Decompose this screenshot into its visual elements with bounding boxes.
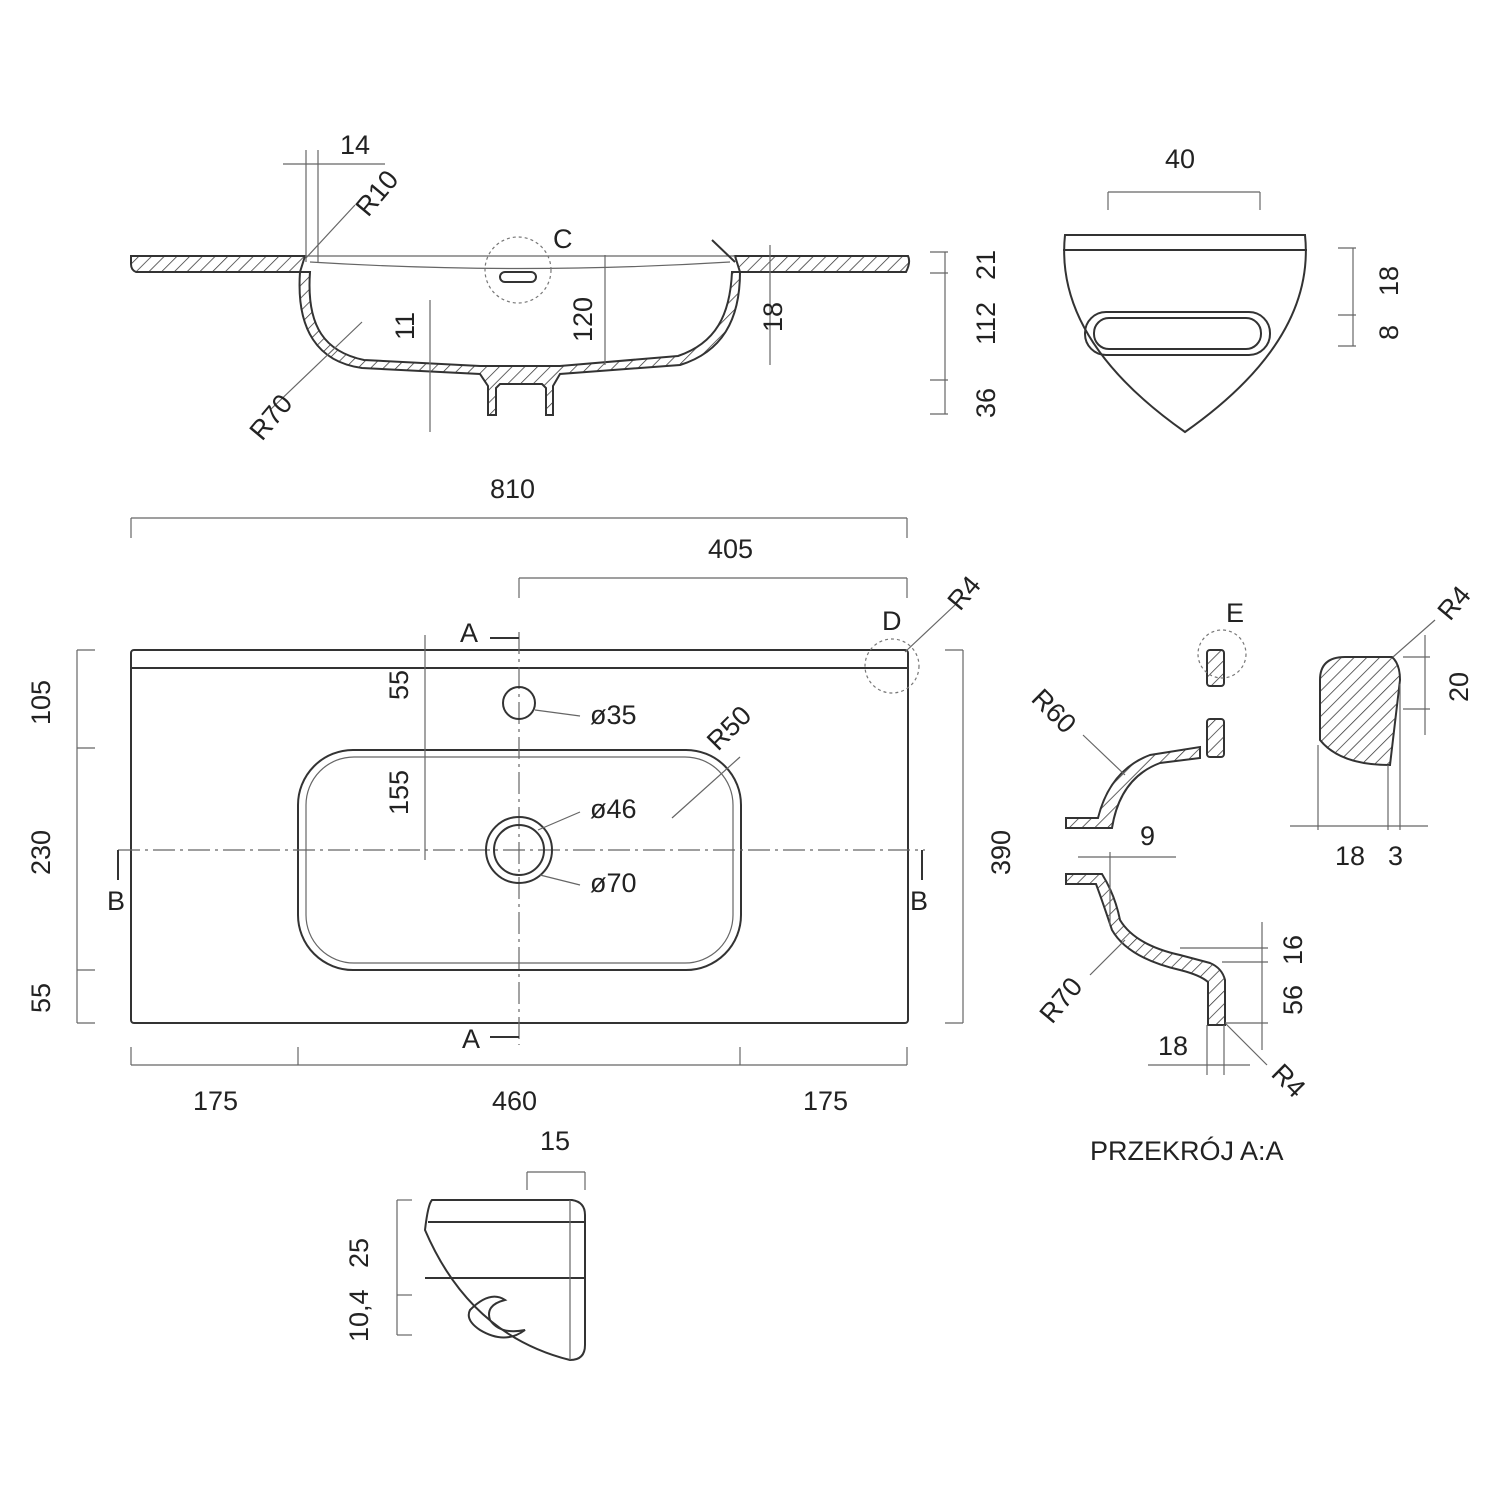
dim-55: 55 — [26, 983, 56, 1013]
dim-d35: ø35 — [590, 700, 637, 730]
detail-d-circle — [864, 638, 920, 694]
dim-55-tap: 55 — [384, 670, 414, 700]
section-aa: E R60 9 R70 16 56 18 R4 PRZEKRÓJ A:A — [1026, 598, 1312, 1166]
dim-3: 3 — [1388, 841, 1403, 871]
dim-18: 18 — [1158, 1031, 1188, 1061]
dim-810: 810 — [490, 474, 535, 504]
dim-r70: R70 — [1034, 972, 1089, 1029]
dim-120: 120 — [568, 297, 598, 342]
section-a-marker-bottom: A — [462, 1024, 480, 1054]
dim-r4: R4 — [942, 570, 987, 616]
detail-d-label: D — [882, 606, 902, 636]
section-view: C 14 R10 R70 11 120 18 21 112 36 — [130, 130, 1001, 446]
dim-11: 11 — [390, 312, 420, 340]
dim-r70: R70 — [244, 389, 299, 446]
dim-230: 230 — [26, 830, 56, 875]
dim-175-right: 175 — [803, 1086, 848, 1116]
logo-mark — [467, 1295, 526, 1339]
dim-460: 460 — [492, 1086, 537, 1116]
plan-view: D R4 A A B B 55 155 ø35 ø46 ø70 R50 810 … — [26, 474, 1016, 1116]
bowl-shell — [298, 271, 742, 416]
detail-c-circle — [484, 236, 552, 304]
edge-piece-top — [1206, 649, 1225, 687]
detail-c: 40 18 8 — [1063, 144, 1404, 434]
dim-405: 405 — [708, 534, 753, 564]
drain-inner — [493, 824, 545, 876]
detail-e: 18 3 20 R4 — [1290, 580, 1477, 871]
dim-18: 18 — [1335, 841, 1365, 871]
dim-10-4: 10,4 — [344, 1289, 374, 1342]
dim-40: 40 — [1165, 144, 1195, 174]
section-b-marker-right: B — [910, 886, 928, 916]
dim-d46: ø46 — [590, 794, 637, 824]
dim-155: 155 — [384, 770, 414, 815]
dim-15: 15 — [540, 1126, 570, 1156]
dim-r50: R50 — [701, 700, 757, 756]
dim-8: 8 — [1374, 325, 1404, 340]
dim-175-left: 175 — [193, 1086, 238, 1116]
dim-112: 112 — [971, 302, 1001, 345]
dim-36: 36 — [971, 388, 1001, 418]
dim-25: 25 — [344, 1238, 374, 1268]
dim-r10: R10 — [350, 165, 405, 222]
dim-105: 105 — [26, 680, 56, 725]
detail-e-label: E — [1226, 598, 1244, 628]
dim-r4: R4 — [1432, 580, 1477, 626]
upper-profile — [1065, 745, 1201, 829]
countertop-left — [130, 255, 307, 273]
dim-d70: ø70 — [590, 868, 637, 898]
dim-390: 390 — [986, 830, 1016, 875]
dim-20: 20 — [1444, 672, 1474, 702]
section-title: PRZEKRÓJ A:A — [1090, 1135, 1284, 1166]
section-b-marker-left: B — [107, 886, 125, 916]
dim-14: 14 — [340, 130, 370, 160]
dim-18: 18 — [758, 302, 788, 332]
tap-hole — [502, 686, 536, 720]
dim-18: 18 — [1374, 266, 1404, 296]
drain-outer — [485, 816, 553, 884]
countertop-right — [733, 255, 911, 273]
overflow-slot — [499, 271, 537, 283]
dim-16: 16 — [1278, 935, 1308, 965]
detail-e-circle — [1197, 629, 1247, 679]
detail-d: 15 25 10,4 — [344, 1126, 586, 1362]
dim-21: 21 — [971, 250, 1001, 280]
detail-c-label: C — [553, 224, 573, 254]
dim-9: 9 — [1140, 821, 1155, 851]
section-a-marker-top: A — [460, 618, 478, 648]
dim-56: 56 — [1278, 985, 1308, 1015]
dim-r4: R4 — [1266, 1058, 1312, 1104]
dim-r60: R60 — [1026, 683, 1082, 739]
lower-profile — [1065, 873, 1226, 1026]
edge-piece-lower — [1206, 718, 1225, 758]
